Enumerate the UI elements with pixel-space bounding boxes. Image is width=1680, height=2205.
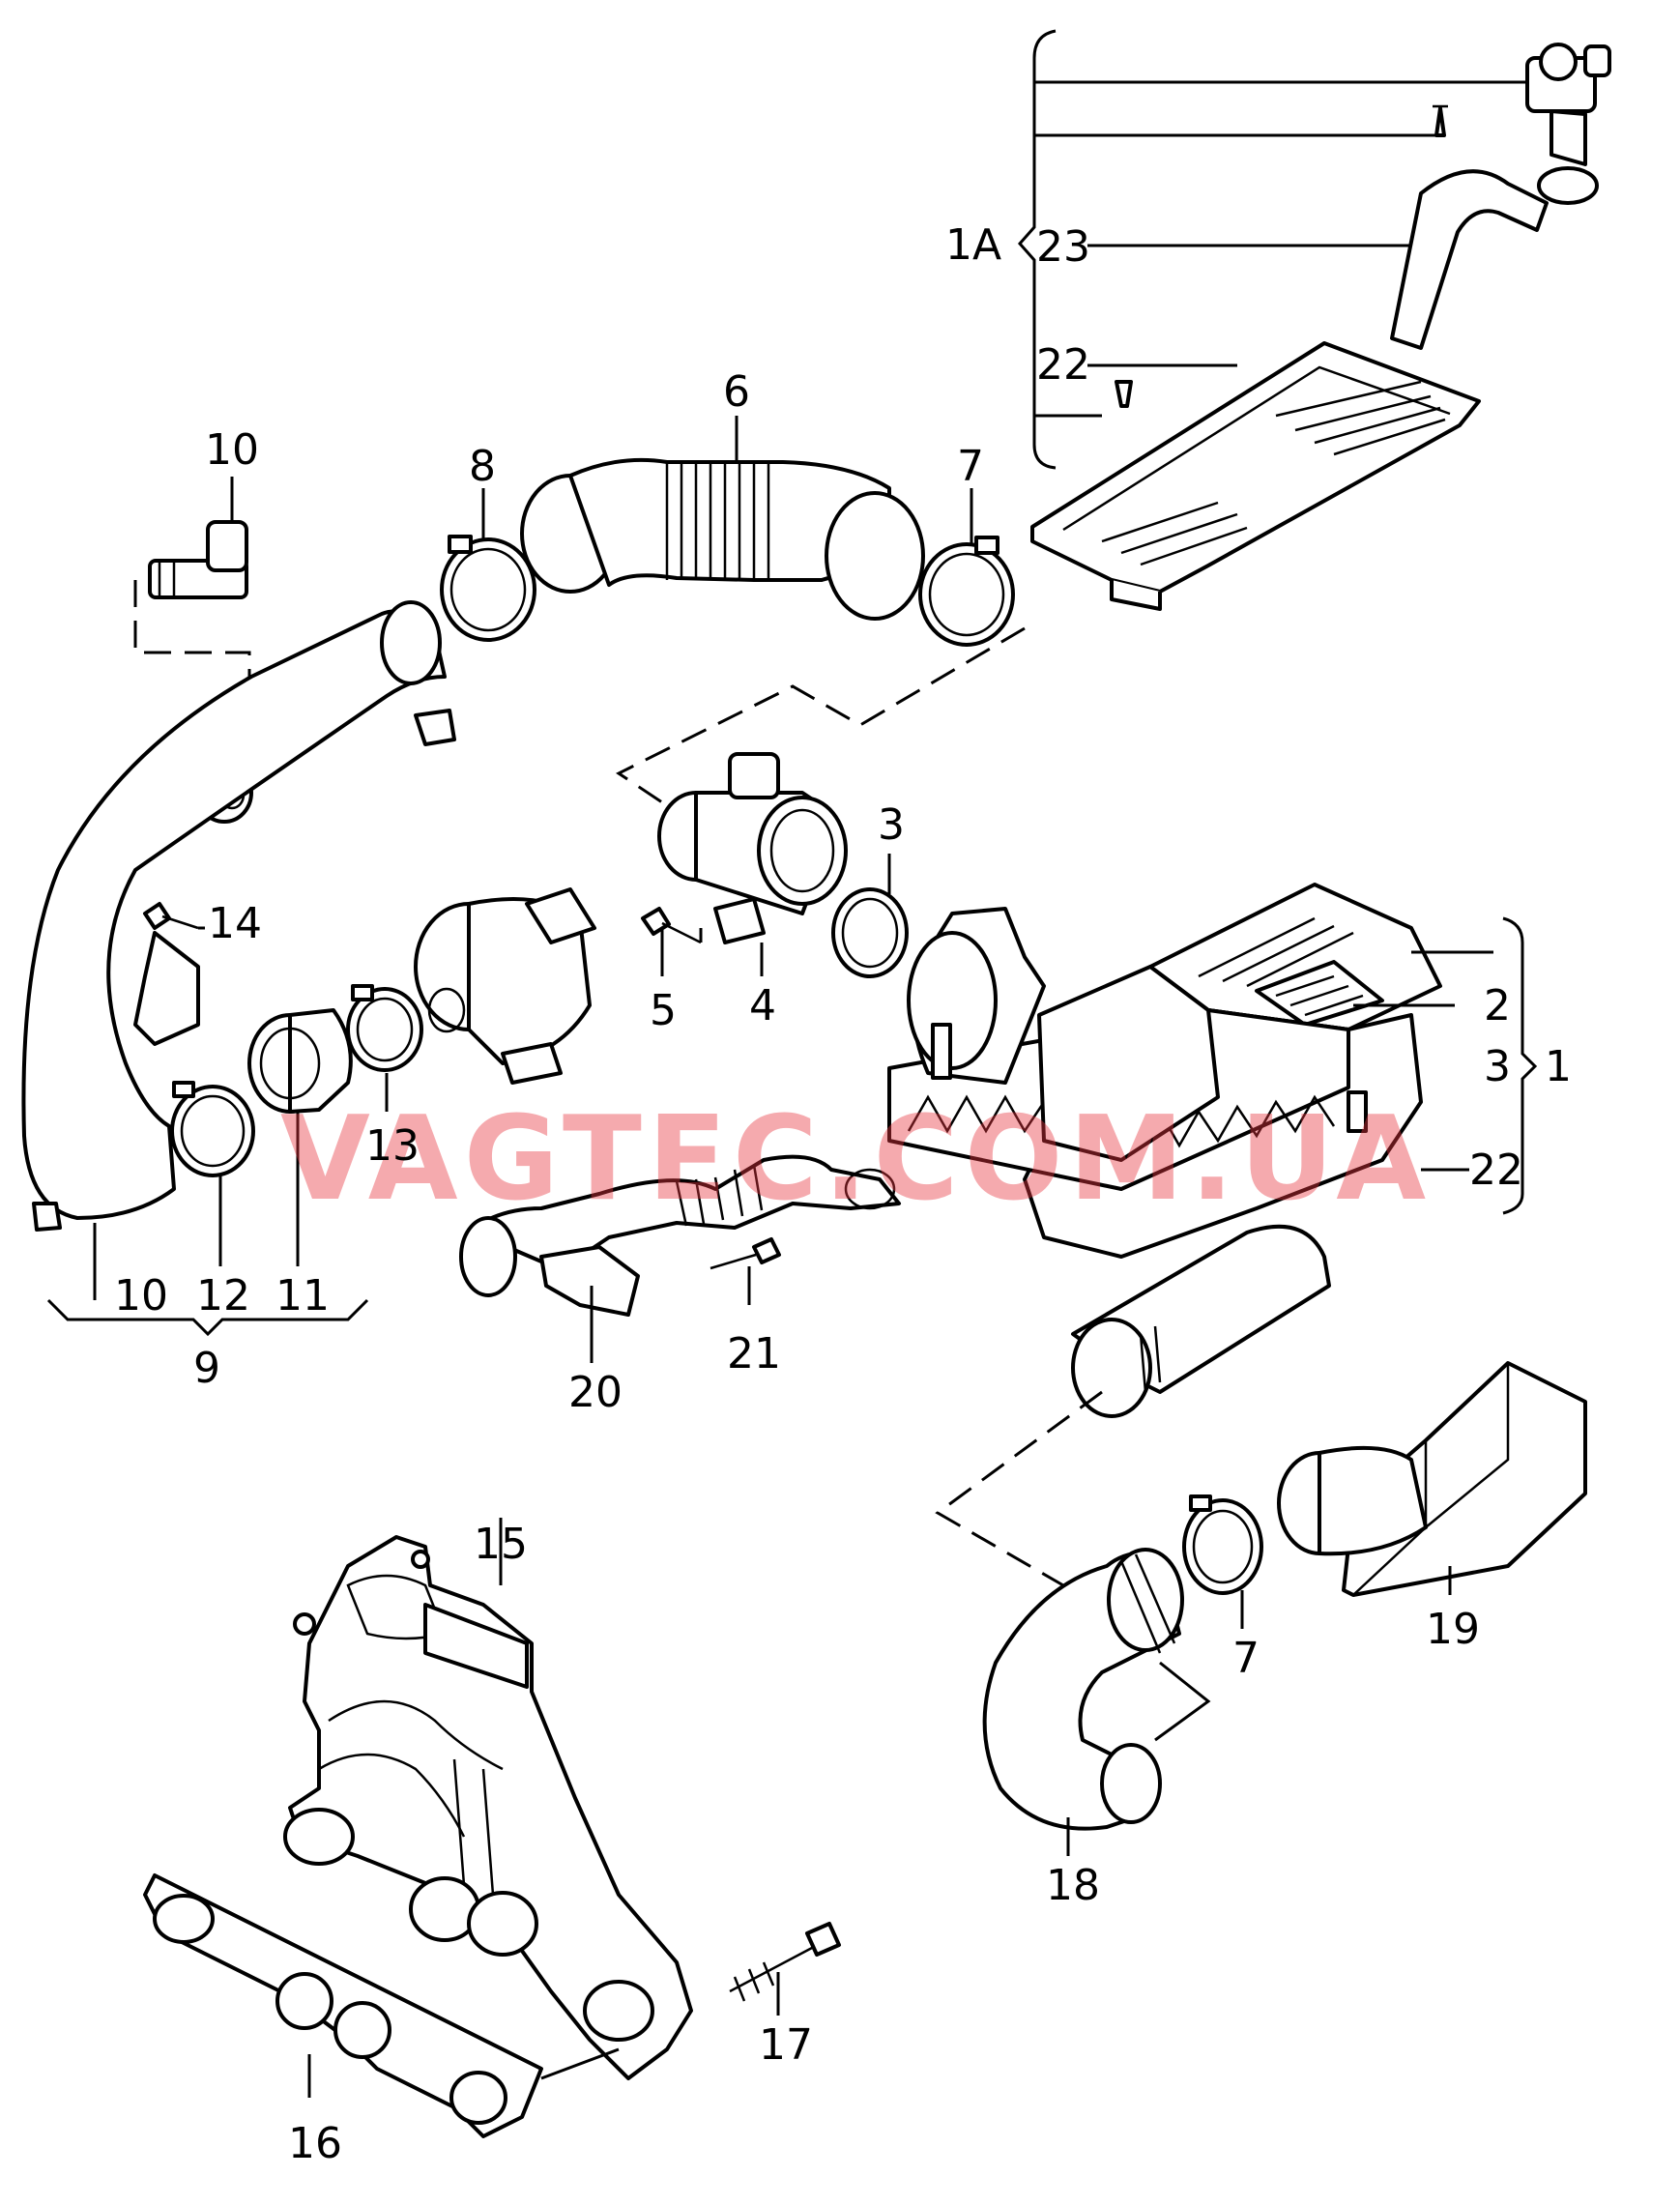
- label-10-top: 10: [205, 425, 259, 475]
- label-22-right: 22: [1469, 1146, 1523, 1195]
- group-9-bracket: [46, 1298, 369, 1337]
- hose-clamp-13: [346, 984, 423, 1072]
- label-17: 17: [759, 2020, 813, 2070]
- label-3-right: 3: [1484, 1042, 1511, 1091]
- intake-hose-6: [520, 457, 925, 621]
- label-7-top: 7: [957, 442, 984, 491]
- label-16: 16: [288, 2119, 342, 2168]
- label-4: 4: [749, 981, 776, 1030]
- connection-line-18: [935, 1390, 1103, 1587]
- seal-3: [831, 887, 909, 978]
- air-filter-upper-part: [1030, 341, 1481, 611]
- charge-air-hose-9: [21, 600, 456, 1232]
- label-1: 1: [1545, 1042, 1572, 1091]
- label-8: 8: [469, 442, 496, 491]
- label-13: 13: [365, 1121, 420, 1171]
- sensor-10: [148, 520, 248, 599]
- label-15: 15: [474, 1520, 528, 1569]
- watermark: VAGTEC.COM.UA: [280, 1092, 1432, 1227]
- label-19: 19: [1426, 1605, 1480, 1654]
- intake-manifold-15: [283, 1535, 693, 2080]
- bolt-21: [710, 1237, 781, 1270]
- part-labels: 1A 23 22 6 8 7 10 14 13 3 5 4 2 3 1 22 1…: [114, 220, 1572, 2168]
- label-22-top: 22: [1036, 340, 1090, 390]
- label-3-top: 3: [878, 800, 905, 850]
- air-filter-housing-1: [887, 883, 1442, 1259]
- hose-clamp-12: [170, 1081, 255, 1177]
- crankcase-breather-assembly: [1390, 43, 1611, 350]
- air-mass-meter-4: [657, 752, 848, 944]
- label-21: 21: [727, 1329, 781, 1378]
- hose-clamp-7-upper: [918, 536, 1015, 647]
- label-23: 23: [1036, 222, 1090, 272]
- intake-pipe-filter: [1071, 1224, 1331, 1418]
- label-9: 9: [193, 1344, 220, 1393]
- leader-16-manifold: [540, 2047, 620, 2080]
- air-intake-19: [1277, 1361, 1587, 1597]
- bolt-14: [143, 902, 205, 930]
- leader-18-clamp: [1154, 1661, 1211, 1742]
- bolt-17: [729, 1922, 841, 2002]
- label-12: 12: [196, 1271, 250, 1320]
- label-10-bottom: 10: [114, 1271, 168, 1320]
- label-2: 2: [1484, 981, 1511, 1030]
- connecting-piece-11: [247, 1008, 353, 1114]
- group-1a-brace: [1017, 29, 1551, 470]
- group-1-brace: [1353, 916, 1538, 1215]
- label-5: 5: [650, 986, 677, 1035]
- label-11: 11: [275, 1271, 330, 1320]
- hose-clamp-7-lower: [1182, 1494, 1263, 1595]
- turbocharger: [414, 887, 596, 1085]
- label-14: 14: [208, 899, 262, 948]
- label-1a: 1A: [945, 220, 1001, 270]
- resonator-hose-20: [459, 1154, 901, 1317]
- leader-lines: [93, 416, 1452, 2098]
- label-7-bottom: 7: [1232, 1634, 1260, 1683]
- hose-clamp-8: [440, 535, 536, 642]
- screw-5: [641, 907, 702, 944]
- connection-line-6-4: [616, 626, 1026, 814]
- label-6: 6: [723, 367, 750, 417]
- gasket-16: [143, 1873, 543, 2138]
- label-20: 20: [568, 1368, 623, 1417]
- label-18: 18: [1046, 1861, 1100, 1910]
- air-hose-18: [982, 1548, 1184, 1831]
